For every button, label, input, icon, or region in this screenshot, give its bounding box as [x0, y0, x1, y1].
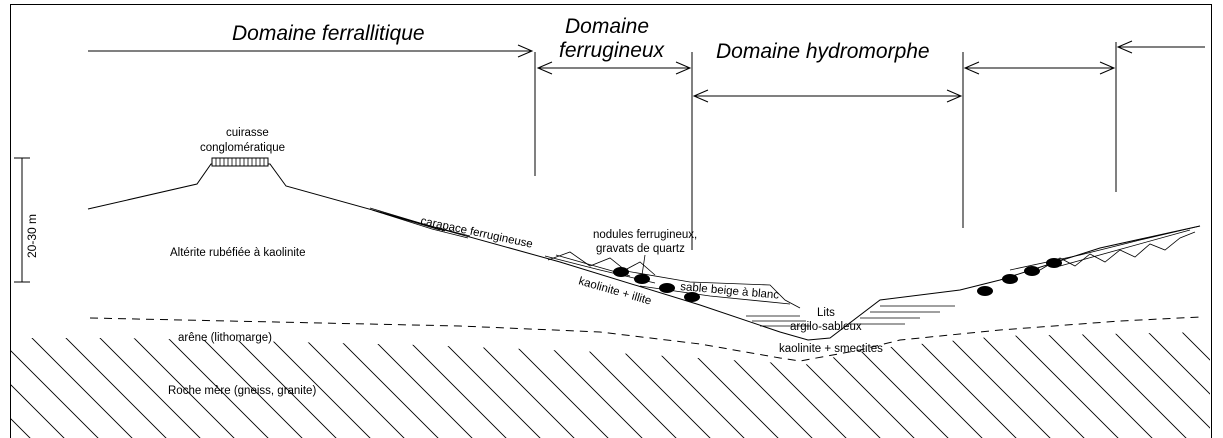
nodule [684, 292, 700, 302]
nodules-label-line2: gravats de quartz [596, 243, 685, 255]
cuirasse-block-hatching [215, 158, 265, 166]
arene-label: arêne (lithomarge) [178, 332, 272, 344]
lits-argilo-sableux-lines [746, 305, 955, 327]
nodule [1002, 274, 1018, 284]
domain-ferrugineux-title-line2: ferrugineux [559, 39, 666, 62]
kaolinite-smectites-label: kaolinite + smectites [779, 343, 883, 355]
nodules-label-line1: nodules ferrugineux, [593, 229, 697, 241]
scale-bar [14, 157, 30, 283]
nodule [634, 274, 650, 284]
domain-boundaries [534, 42, 1117, 250]
nodule [659, 283, 675, 293]
nodule [977, 286, 993, 296]
carapace-label: carapace ferrugineuse [419, 215, 533, 251]
nodule [613, 267, 629, 277]
alterite-label: Altérite rubéfiée à kaolinite [170, 247, 306, 259]
diagram-frame [10, 4, 1212, 438]
nodules-group [613, 258, 1062, 302]
carapace-lens-right [1009, 225, 1201, 271]
cuirasse-label-line1: cuirasse [226, 127, 269, 139]
domain-arrows [88, 40, 1205, 103]
roche-mere-label: Roche mère (gneiss, granite) [168, 385, 316, 397]
domain-hydromorphe-title: Domaine hydromorphe [716, 40, 930, 63]
bedrock-hatching [10, 332, 1210, 438]
nodules-leader-line [641, 254, 646, 276]
domain-ferrallitique-title: Domaine ferrallitique [232, 22, 425, 45]
lits-label-line1: Lits [817, 307, 835, 319]
arene-boundary-line [89, 316, 1201, 362]
scale-label: 20-30 m [25, 214, 39, 258]
nodule [1046, 258, 1062, 268]
nodule [1024, 266, 1040, 276]
cuirasse-label-line2: conglomératique [200, 142, 285, 154]
lits-label-line2: argilo-sableux [790, 321, 862, 333]
domain-ferrugineux-title-line1: Domaine [565, 15, 649, 38]
